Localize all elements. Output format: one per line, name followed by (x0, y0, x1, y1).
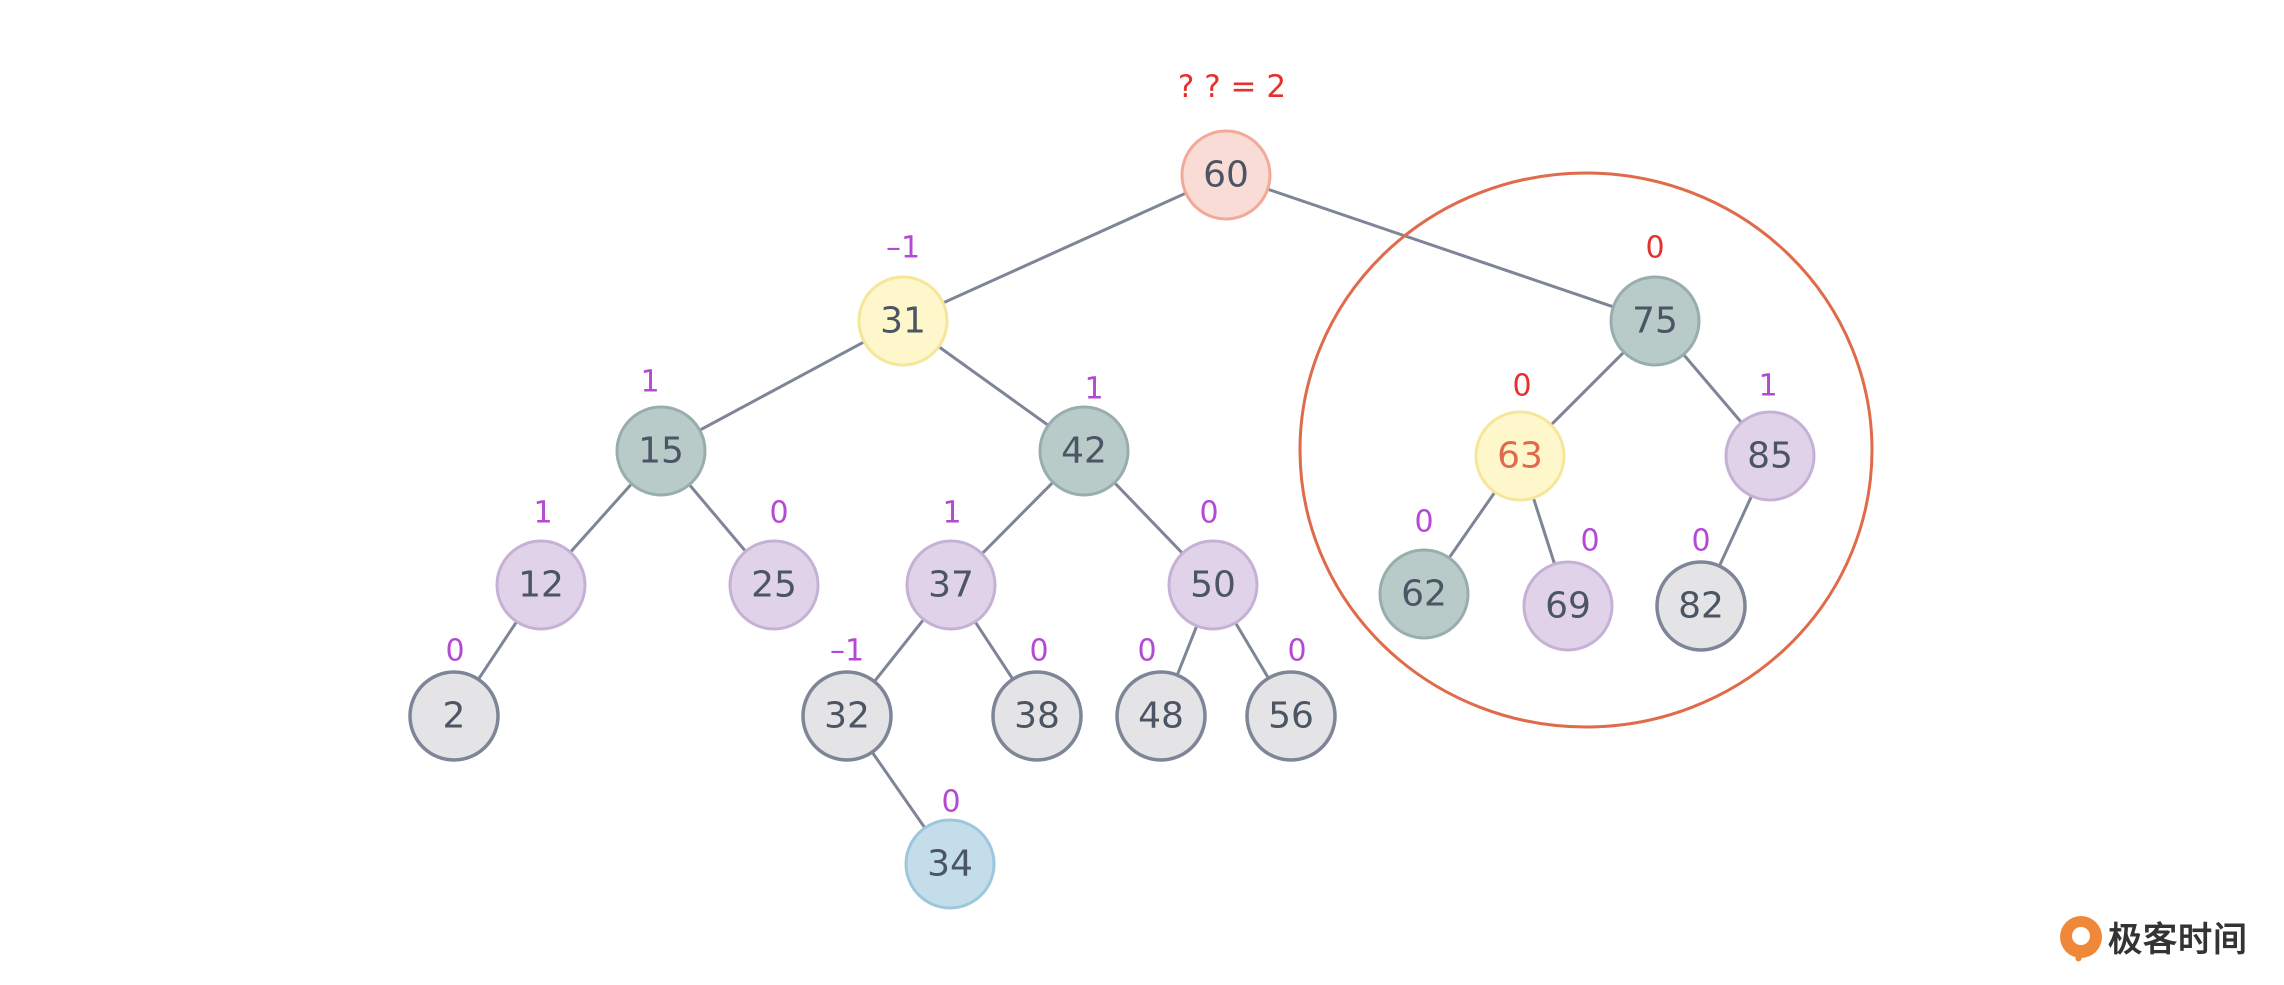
node-label: 56 (1268, 696, 1314, 737)
node-circle (905, 539, 997, 631)
geektime-logo-icon (2060, 915, 2102, 958)
subtree-highlight-circle (1298, 171, 1874, 729)
tree-node-85: 85 1 (1724, 369, 1816, 502)
node-circle (1245, 670, 1337, 762)
node-circle (1180, 129, 1272, 221)
node-label: 32 (824, 696, 870, 737)
tree-node-38: 38 0 (991, 634, 1083, 762)
node-circle (1167, 539, 1259, 631)
tree-node-56: 56 0 (1245, 634, 1337, 762)
tree-node-63: 63 0 (1474, 369, 1566, 502)
balance-factor-62: 0 (1414, 505, 1433, 540)
tree-node-75: 75 0 (1609, 231, 1701, 367)
edges-layer (452, 173, 1772, 865)
balance-factor-75: 0 (1645, 231, 1664, 266)
node-label: 2 (443, 696, 466, 737)
balance-factor-85: 1 (1758, 369, 1777, 404)
tree-node-82: 82 0 (1655, 524, 1747, 652)
balance-factor-63: 0 (1512, 369, 1531, 404)
node-circle (728, 539, 820, 631)
node-circle (408, 670, 500, 762)
tree-node-37: 37 1 (905, 496, 997, 631)
node-circle (801, 670, 893, 762)
node-label: 12 (518, 565, 564, 606)
logo-text: 极客时间 (2108, 920, 2248, 960)
balance-factor-48: 0 (1137, 634, 1156, 669)
tree-node-50: 50 0 (1167, 496, 1259, 631)
balance-factor-12: 1 (533, 496, 552, 531)
node-label: 38 (1014, 696, 1060, 737)
node-circle (1038, 405, 1130, 497)
balance-factor-2: 0 (445, 634, 464, 669)
balance-factor-25: 0 (769, 496, 788, 531)
node-circle (857, 275, 949, 367)
balance-factor-42: 1 (1084, 372, 1103, 407)
node-circle (904, 818, 996, 910)
tree-node-34: 34 0 (904, 785, 996, 910)
node-circle (1115, 670, 1207, 762)
balance-factor-34: 0 (941, 785, 960, 820)
node-circle (991, 670, 1083, 762)
balance-factor-15: 1 (640, 365, 659, 400)
edge-n60-n75 (1225, 173, 1656, 323)
node-label: 34 (927, 844, 973, 885)
node-label: 69 (1545, 586, 1591, 627)
node-label: 42 (1061, 431, 1107, 472)
node-circle (1378, 548, 1470, 640)
balance-factor-56: 0 (1287, 634, 1306, 669)
tree-node-31: 31 –1 (857, 231, 949, 367)
tree-node-12: 12 1 (495, 496, 587, 631)
node-circle (1474, 410, 1566, 502)
node-label: 37 (928, 565, 974, 606)
tree-node-25: 25 0 (728, 496, 820, 631)
node-label: 50 (1190, 565, 1236, 606)
geektime-logo: 极客时间 (2060, 912, 2248, 961)
node-circle (615, 405, 707, 497)
node-circle (1724, 410, 1816, 502)
node-label: 85 (1747, 436, 1793, 477)
node-label: 82 (1678, 586, 1724, 627)
root-balance-note: ? ? = 2 (1178, 69, 1286, 105)
balance-factor-69: 0 (1580, 524, 1599, 559)
node-label: 31 (880, 301, 926, 342)
balance-factor-82: 0 (1691, 524, 1710, 559)
node-label: 15 (638, 431, 684, 472)
node-label: 60 (1203, 155, 1249, 196)
edge-n31-n15 (660, 319, 904, 453)
tree-node-48: 48 0 (1115, 634, 1207, 762)
balance-factor-37: 1 (942, 496, 961, 531)
balance-factor-31: –1 (886, 231, 920, 266)
tree-node-62: 62 0 (1378, 505, 1470, 640)
node-label: 62 (1401, 574, 1447, 615)
node-label: 48 (1138, 696, 1184, 737)
tree-node-69: 69 0 (1522, 524, 1614, 652)
balance-factor-38: 0 (1029, 634, 1048, 669)
node-circle (1522, 560, 1614, 652)
node-label: 75 (1632, 301, 1678, 342)
tree-node-2: 20 (408, 634, 500, 762)
tree-node-60: 60 (1180, 129, 1272, 221)
node-label: 25 (751, 565, 797, 606)
tree-node-15: 15 1 (615, 365, 707, 497)
node-circle (495, 539, 587, 631)
nodes-layer: 6031–17501514216308511212503715006206908… (408, 129, 1816, 910)
edge-n60-n31 (902, 173, 1227, 323)
balance-factor-50: 0 (1199, 496, 1218, 531)
tree-node-42: 42 1 (1038, 372, 1130, 497)
node-circle (1609, 275, 1701, 367)
node-label: 63 (1497, 436, 1543, 477)
tree-node-32: 32 –1 (801, 634, 893, 762)
node-circle (1655, 560, 1747, 652)
balance-factor-32: –1 (830, 634, 864, 669)
